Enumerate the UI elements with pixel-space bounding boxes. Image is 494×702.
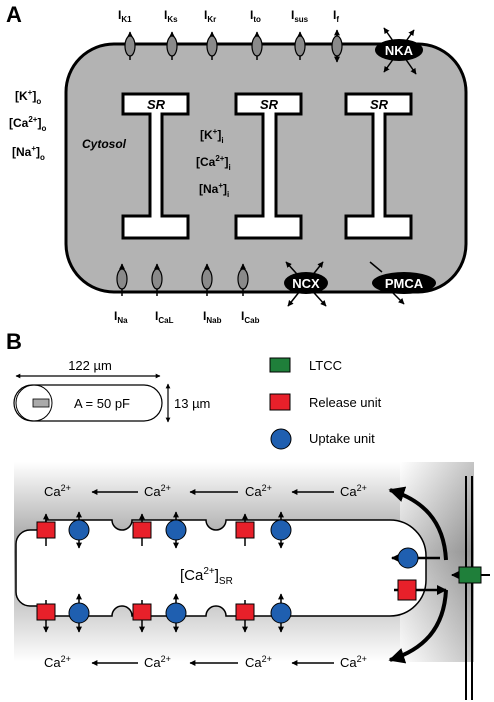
ca-ion-label: Ca2+: [144, 654, 171, 670]
flux-arrow-top: [388, 486, 448, 561]
conc-na-i: [Na+]i: [199, 181, 229, 199]
legend-swatch-ltcc: [269, 357, 291, 373]
svg-text:IKr: IKr: [204, 8, 216, 24]
pmca-label: PMCA: [385, 276, 424, 291]
ca-ion-label: Ca2+: [44, 483, 71, 499]
ncx-label: NCX: [292, 276, 320, 291]
sr-compartment-1: SR: [121, 92, 190, 240]
sr-network: [15, 519, 427, 617]
uptake-unit: [68, 519, 90, 541]
sr-label: SR: [147, 97, 166, 112]
release-unit: [132, 521, 152, 539]
capacitance-label: A = 50 pF: [74, 396, 130, 411]
legend-label-ltcc: LTCC: [309, 358, 342, 373]
svg-text:IKs: IKs: [164, 8, 178, 24]
ca-ion-label: Ca2+: [245, 483, 272, 499]
legend-swatch-uptake: [270, 428, 292, 450]
uptake-unit: [165, 519, 187, 541]
junctional-uptake-unit: [391, 547, 440, 569]
conc-ca-i: [Ca2+]i: [196, 154, 231, 172]
legend-label-uptake: Uptake unit: [309, 431, 375, 446]
panel-a-label: A: [6, 2, 22, 27]
ca-ion-label: Ca2+: [340, 483, 367, 499]
nka-pump: NKA: [375, 27, 423, 75]
pmca-pump: PMCA: [369, 261, 436, 305]
unit-group-top-2: [132, 511, 187, 549]
unit-group-bottom-1: [36, 593, 90, 633]
cell-length-label: 122 µm: [68, 358, 112, 373]
release-unit: [36, 603, 56, 621]
unit-group-bottom-2: [132, 593, 187, 633]
uptake-unit: [270, 519, 292, 541]
ca-ion-label: Ca2+: [245, 654, 272, 670]
channel-iks: IKs: [164, 8, 178, 60]
ca-ion-label: Ca2+: [144, 483, 171, 499]
conc-k-i: [K+]i: [200, 127, 224, 145]
legend-label-release: Release unit: [309, 395, 382, 410]
conc-na-o: [Na+]o: [12, 144, 45, 162]
uptake-unit: [68, 602, 90, 624]
channel-ikr: IKr: [204, 8, 218, 60]
ca-diffusion-top: Ca2+ Ca2+ Ca2+ Ca2+: [44, 483, 367, 499]
unit-group-top-3: [235, 511, 292, 549]
svg-text:ICaL: ICaL: [155, 309, 174, 325]
release-unit: [235, 603, 255, 621]
cell-geometry-sketch: 122 µm A = 50 pF 13 µm: [13, 358, 210, 423]
conc-k-o: [K+]o: [15, 88, 41, 106]
release-unit: [235, 521, 255, 539]
ca-ion-label: Ca2+: [340, 654, 367, 670]
ncx-exchanger: NCX: [284, 261, 328, 307]
release-unit: [132, 603, 152, 621]
channel-icab: ICab: [237, 263, 260, 325]
channel-inab: INab: [201, 263, 222, 325]
channel-ina: INa: [114, 263, 128, 325]
svg-text:INa: INa: [114, 309, 128, 325]
sr-compartment-2: SR: [234, 92, 303, 240]
nka-label: NKA: [385, 43, 414, 58]
channel-ik1: IK1: [118, 8, 136, 60]
svg-text:Isus: Isus: [291, 8, 309, 24]
svg-text:ICab: ICab: [241, 309, 260, 325]
legend-swatch-release: [269, 393, 291, 411]
channel-isus: Isus: [291, 8, 309, 60]
channel-ito: Ito: [250, 8, 263, 60]
channel-ical: ICaL: [151, 263, 174, 325]
unit-group-bottom-3: [235, 593, 292, 633]
svg-text:IK1: IK1: [118, 8, 132, 24]
sr-label: SR: [370, 97, 389, 112]
svg-text:INab: INab: [203, 309, 222, 325]
ca-ion-label: Ca2+: [44, 654, 71, 670]
panel-b-label: B: [6, 329, 22, 354]
unit-group-top-1: [36, 511, 90, 549]
svg-text:Ito: Ito: [250, 8, 261, 24]
channel-if: If: [331, 8, 343, 63]
release-unit: [36, 521, 56, 539]
sr-label: SR: [260, 97, 279, 112]
cytosol-label: Cytosol: [82, 137, 127, 151]
cell-width-label: 13 µm: [174, 396, 210, 411]
flux-arrow-bottom: [388, 589, 448, 664]
uptake-unit: [165, 602, 187, 624]
legend: LTCC Release unit Uptake unit: [269, 357, 382, 450]
ltcc-channel: [451, 566, 490, 584]
ca-diffusion-bottom: Ca2+ Ca2+ Ca2+ Ca2+: [44, 654, 367, 670]
svg-text:If: If: [333, 8, 339, 24]
uptake-unit: [270, 602, 292, 624]
junctional-release-unit: [394, 579, 447, 601]
conc-ca-o: [Ca2+]o: [9, 115, 46, 133]
sr-compartment-3: SR: [344, 92, 413, 240]
sr-concentration-label: [Ca2+]SR: [180, 566, 233, 587]
